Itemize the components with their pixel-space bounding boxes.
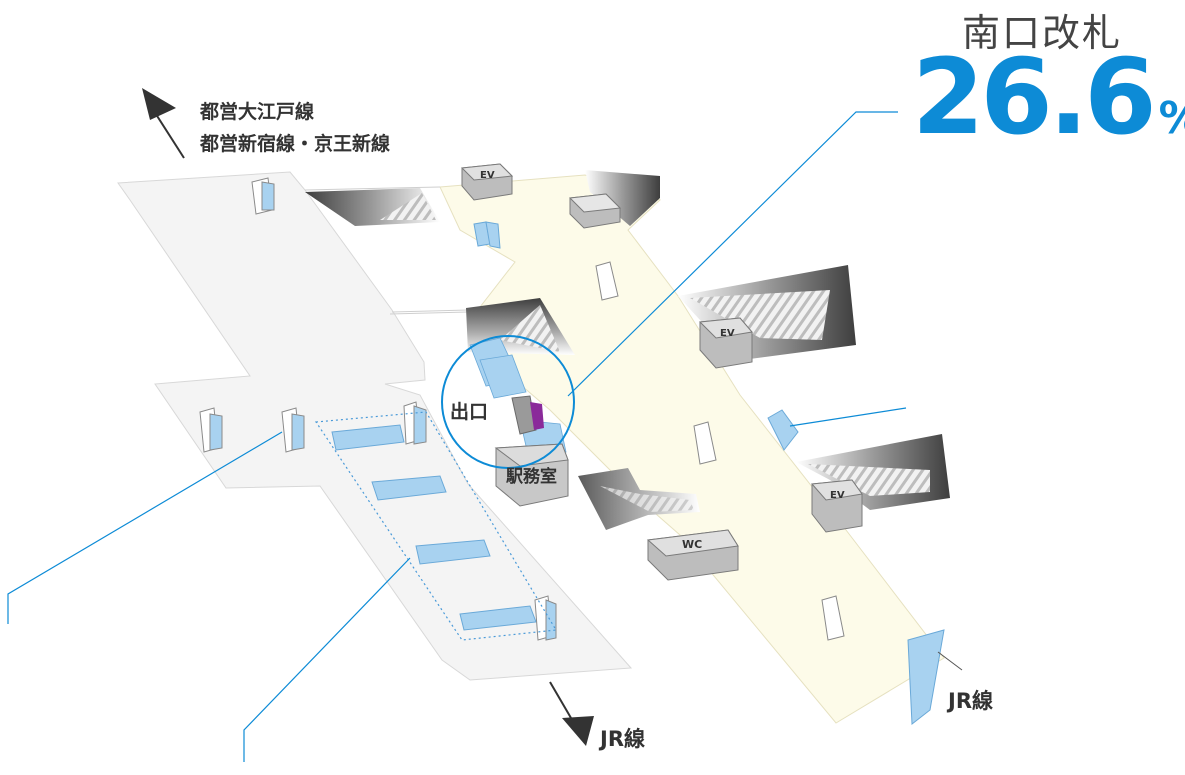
staircase-top-left (305, 188, 440, 226)
callout-lines (7, 111, 907, 762)
percentage-value: 26.6 (912, 36, 1157, 158)
arrow-up-left-icon (142, 88, 185, 159)
percentage-unit: % (1159, 93, 1185, 144)
pillars (199, 177, 845, 641)
exit-label: 出口 (450, 400, 488, 423)
exit-highlight-circle (441, 335, 575, 469)
line-label-oedo: 都営大江戸線 (199, 100, 314, 123)
dotted-waiting-area (314, 411, 557, 641)
gate-percentage: 26.6% (912, 42, 1185, 152)
restroom-label: WC (682, 538, 702, 551)
line-label-shinjuku-keio: 都営新宿線・京王新線 (199, 132, 390, 155)
station-office-label: 駅務室 (505, 466, 557, 487)
gate-title: 南口改札 (962, 11, 1123, 55)
elevator-block-right-2: EV (810, 479, 863, 533)
restroom-block: WC (646, 529, 739, 581)
elevator-label: EV (830, 490, 845, 501)
jr-right-pointer-line (937, 651, 963, 671)
elevator-block-right-1: EV (698, 317, 753, 369)
arrow-down-right-icon (549, 681, 594, 746)
escalator-bottom (578, 468, 700, 530)
gate-glass-panels (331, 221, 945, 725)
main-corridor-floor (304, 174, 945, 724)
elevator-block-top: EV (460, 163, 514, 201)
jr-line-label-bottom: JR線 (598, 727, 645, 751)
elevator-label: EV (720, 328, 735, 339)
block-top-right (568, 193, 622, 229)
jr-line-label-right: JR線 (946, 689, 993, 713)
staircase-top-right (585, 170, 660, 226)
station-office-block (494, 395, 569, 507)
staircase-right-2 (796, 434, 950, 510)
west-concourse-floor (117, 171, 633, 681)
elevator-label: EV (480, 170, 495, 181)
